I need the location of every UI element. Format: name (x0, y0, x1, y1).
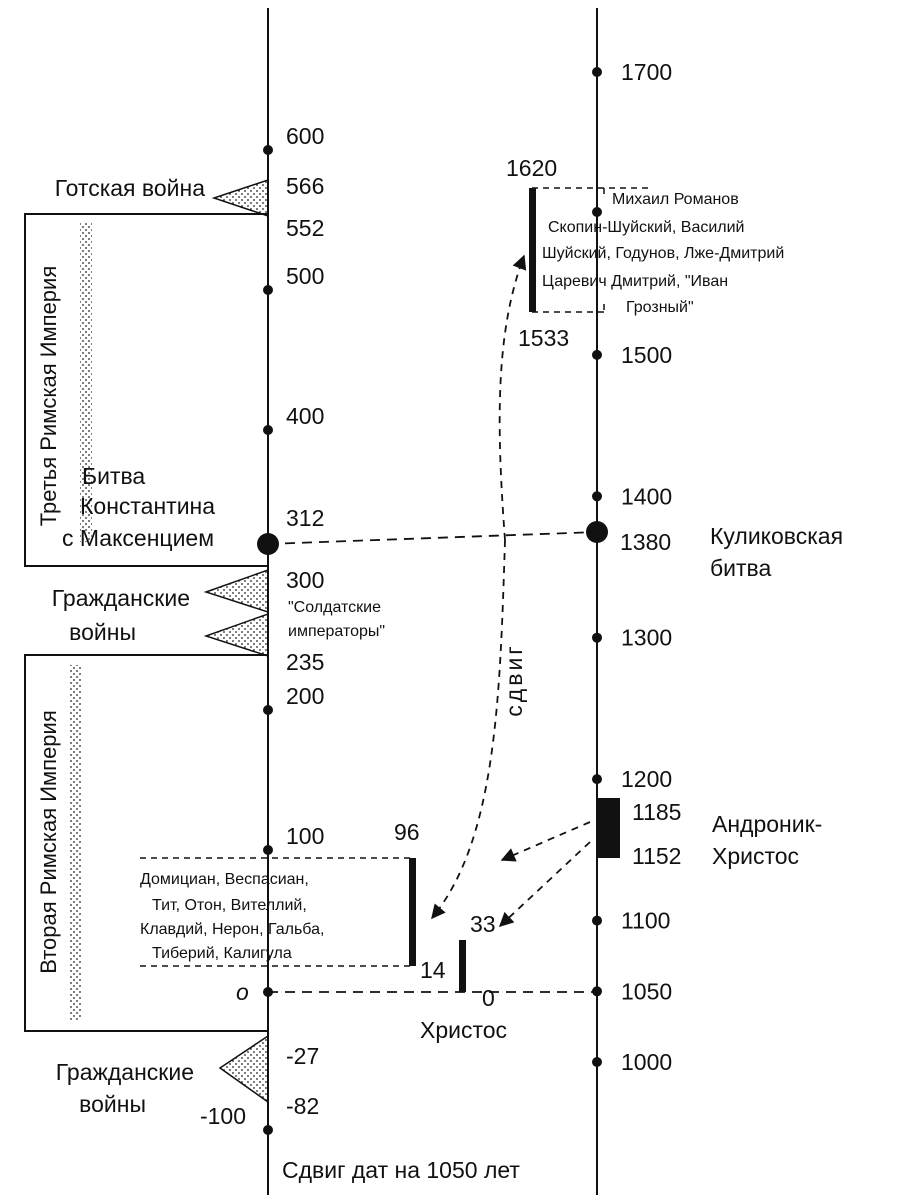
left-mark-label: 312 (286, 505, 324, 531)
right-mark-label: 1380 (620, 529, 671, 555)
right-mark-label: 1152 (632, 843, 681, 869)
romanov-line-2: Скопин-Шуйский, Василий (548, 219, 744, 236)
right-tick-dot (592, 67, 602, 77)
left-tick-dot (263, 285, 273, 295)
andronik-label-2: Христос (712, 843, 799, 869)
romanov-line-1: Михаил Романов (612, 191, 739, 208)
flavian-top-label: 96 (394, 819, 420, 845)
right-mark-label: 1620 (506, 155, 557, 181)
shift-arrow-down (431, 539, 506, 920)
civil-wars-1-label-1: Гражданские (52, 585, 190, 611)
romanov-block-bar (529, 188, 536, 312)
christ-label: Христос (420, 1017, 507, 1043)
romanov-dot (592, 207, 602, 217)
left-mark-label: 235 (286, 649, 324, 675)
right-tick-dot (592, 774, 602, 785)
romanov-line-4: Царевич Дмитрий, "Иван (542, 273, 728, 290)
second-empire-label: Вторая Римская Империя (36, 710, 61, 973)
andronik-block-bar (596, 798, 620, 858)
right-mark-label: 1185 (632, 799, 681, 825)
flavian-line-1: Домициан, Веспасиан, (140, 871, 309, 888)
right-tick-label: 1500 (621, 342, 672, 368)
flavian-block-bar (409, 858, 416, 966)
right-tick-dot (592, 915, 602, 926)
soldier-emperors-label-1: "Солдатские (288, 599, 381, 616)
civil-wars-2-label-2: войны (79, 1091, 146, 1117)
christ-bottom-label: 0 (482, 985, 495, 1011)
left-tick-label: 500 (286, 263, 324, 289)
right-tick-label: 1000 (621, 1049, 672, 1075)
constantine-label-3: с Максенцием (62, 525, 214, 551)
civil-wars-2-label-1: Гражданские (56, 1059, 194, 1085)
kulikovo-label-2: битва (710, 555, 772, 581)
left-tick-dot (263, 145, 273, 155)
andronik-to-flavian-arrow (500, 821, 591, 862)
shift-arrow-up (498, 254, 527, 541)
left-tick-dot (263, 705, 273, 715)
right-axis-ticks: 1700 1500 1400 1300 1200 1100 1050 1000 1620 1533… (506, 59, 681, 1075)
romanov-block-dashed-frame (532, 187, 648, 313)
left-mark-label: 566 (286, 173, 324, 199)
civil-war-triangle-upper (203, 568, 269, 614)
third-empire-dotted-band (80, 222, 92, 542)
left-tick-label: -100 (200, 1103, 246, 1129)
second-empire-bracket (24, 654, 268, 1032)
right-tick-label: 1200 (621, 766, 672, 792)
flavian-line-4: Тиберий, Калигула (152, 945, 292, 962)
constantine-kulikovo-link (267, 531, 598, 545)
right-tick-dot (592, 349, 602, 360)
left-tick-dot (263, 845, 273, 855)
civil-wars-1-label-2: войны (69, 619, 136, 645)
left-tick-label: 200 (286, 683, 324, 709)
right-tick-label: 1050 (621, 978, 672, 1004)
christ-block-bar (459, 940, 466, 992)
right-tick-dot (592, 491, 602, 502)
soldier-emperors-label-2: императоры" (288, 623, 385, 640)
right-tick-label: 1300 (621, 625, 672, 651)
left-tick-label: 100 (286, 823, 324, 849)
zero-label: o (236, 979, 249, 1005)
flavian-line-2: Тит, Отон, Вителлий, (152, 897, 307, 914)
right-tick-label: 1400 (621, 483, 672, 509)
diagram-caption: Сдвиг дат на 1050 лет (282, 1157, 520, 1183)
right-mark-label: 1533 (518, 325, 569, 351)
romanov-line-3: Шуйский, Годунов, Лже-Дмитрий (542, 245, 784, 262)
right-tick-label: 1100 (621, 908, 670, 934)
left-mark-label: 552 (286, 215, 324, 241)
constantine-label-2: Константина (80, 493, 215, 519)
civil-war-triangle-lower (203, 612, 269, 658)
third-empire-bracket (24, 213, 268, 567)
left-tick-label: 600 (286, 123, 324, 149)
right-tick-dot (592, 1057, 602, 1067)
romanov-line-5: Грозный" (626, 299, 694, 316)
third-empire-label: Третья Римская Империя (36, 266, 61, 527)
constantine-label-1: Битва (82, 463, 145, 489)
left-tick-dot (263, 425, 273, 435)
left-mark-label: -27 (286, 1043, 319, 1069)
right-tick-dot (592, 632, 602, 643)
kulikovo-label-1: Куликовская (710, 523, 843, 549)
flavian-block-dashed-frame (140, 857, 412, 967)
flavian-line-3: Клавдий, Нерон, Гальба, (140, 921, 324, 938)
andronik-label-1: Андроник- (712, 811, 822, 837)
shift-label: сдвиг (501, 643, 527, 716)
christ-top-label: 33 (470, 911, 496, 937)
civil-war-triangle-ancient (218, 1034, 269, 1104)
gothic-war-triangle (211, 178, 269, 218)
left-tick-dot (263, 1125, 273, 1135)
left-mark-label: -82 (286, 1093, 319, 1119)
left-tick-label: 400 (286, 403, 324, 429)
right-tick-label: 1700 (621, 59, 672, 85)
gothic-war-label: Готская война (55, 175, 205, 201)
left-mark-label: 300 (286, 567, 324, 593)
flavian-bottom-label: 14 (420, 957, 446, 983)
left-axis-ticks: 600 500 400 200 100 -100 566 552 312 300 235 -27 -82… (200, 123, 324, 1135)
second-empire-dotted-band (70, 665, 82, 1020)
